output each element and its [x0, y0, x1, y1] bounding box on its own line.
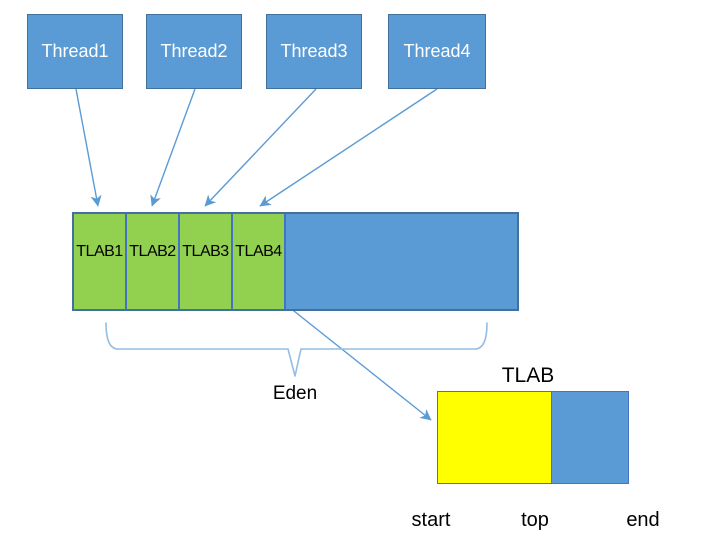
thread2-box: Thread2: [146, 14, 242, 89]
eden-label: Eden: [272, 383, 318, 404]
tlab-detail-title: TLAB: [501, 364, 555, 387]
arrow-thread2-to-tlab2: [150, 88, 196, 207]
pointer-label-end: end: [626, 509, 660, 531]
tlab4-cell: TLAB4: [233, 214, 286, 309]
tlab3-label: TLAB3: [182, 243, 229, 260]
arrow-thread3-to-tlab3: [204, 88, 317, 207]
thread2-label: Thread2: [160, 41, 228, 61]
eden-free-space: [286, 214, 517, 309]
tlab-detail-box: [437, 391, 629, 484]
thread3-label: Thread3: [280, 41, 348, 61]
tlab2-label: TLAB2: [129, 243, 176, 260]
tlab-used-region: [438, 392, 552, 483]
tlab-free-region: [552, 392, 628, 483]
tlab4-label: TLAB4: [235, 243, 282, 260]
pointer-label-start: start: [411, 509, 451, 531]
thread1-label: Thread1: [41, 41, 109, 61]
eden-bar: TLAB1 TLAB2 TLAB3 TLAB4: [72, 212, 519, 311]
tlab2-cell: TLAB2: [127, 214, 180, 309]
arrow-thread4-to-tlab4: [259, 88, 438, 207]
thread3-box: Thread3: [266, 14, 362, 89]
thread4-label: Thread4: [403, 41, 471, 61]
arrow-thread1-to-tlab1: [75, 88, 102, 207]
tlab1-label: TLAB1: [76, 243, 123, 260]
thread1-box: Thread1: [27, 14, 123, 89]
tlab1-cell: TLAB1: [74, 214, 127, 309]
eden-brace: [105, 322, 488, 377]
thread4-box: Thread4: [388, 14, 486, 89]
pointer-label-top: top: [521, 509, 549, 531]
tlab3-cell: TLAB3: [180, 214, 233, 309]
